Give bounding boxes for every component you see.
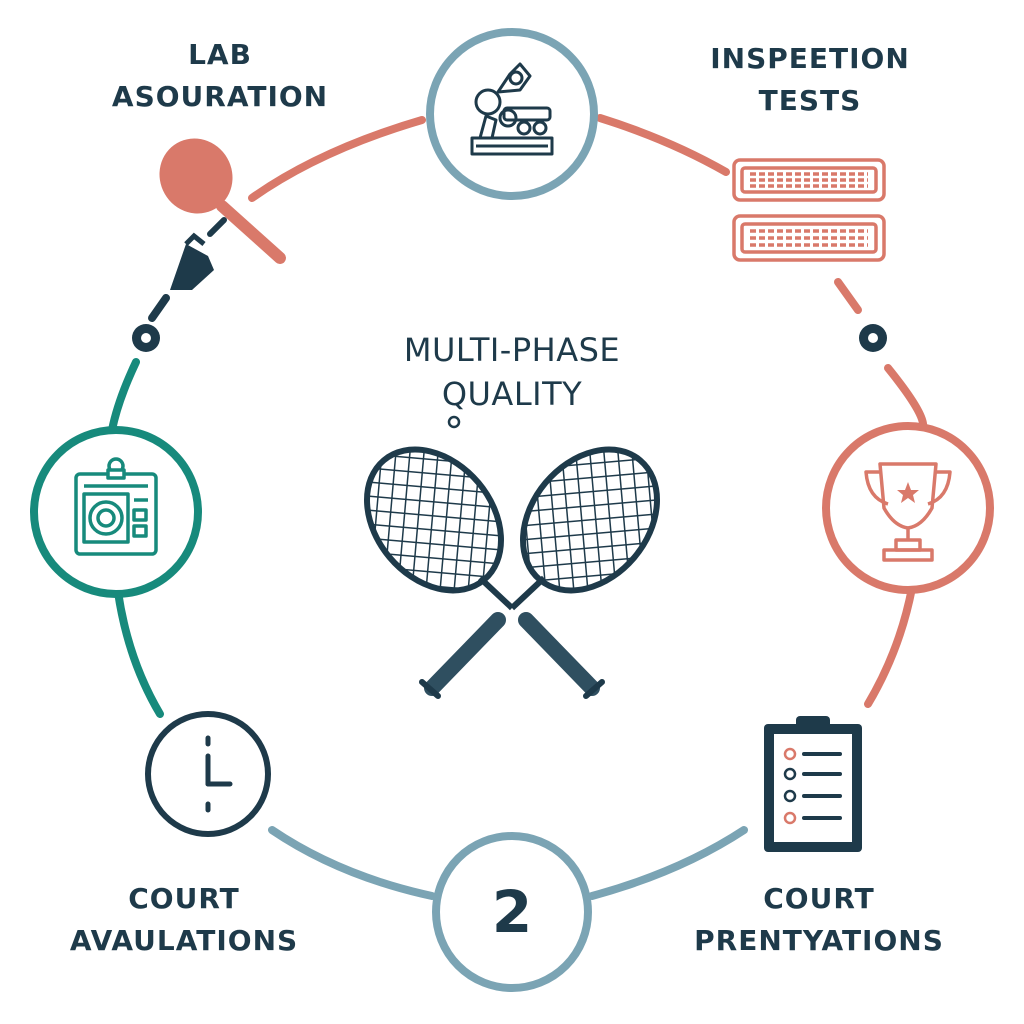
- ring: [108, 114, 928, 900]
- ring-segment-bottom-right: [588, 826, 748, 900]
- connector-dot-left: [132, 324, 160, 352]
- label-lab-line2: ASOURATION: [111, 80, 329, 113]
- ring-segment-left-lower: [114, 588, 164, 718]
- label-court-presentations-line1: COURT: [763, 882, 875, 915]
- label-inspection: INSPEETION TESTS: [690, 38, 930, 122]
- label-court-evaluations-line2: AVAULATIONS: [69, 924, 299, 957]
- label-lab: LAB ASOURATION: [100, 34, 340, 118]
- crossed-rackets-icon: [364, 415, 660, 699]
- ring-segment-right-lower: [864, 584, 916, 708]
- center-title-line1: MULTI-PHASE: [403, 331, 621, 369]
- label-court-evaluations: COURT AVAULATIONS: [54, 878, 314, 962]
- center-title: MULTI-PHASE QUALITY: [312, 328, 712, 416]
- clock-icon: [145, 711, 271, 837]
- label-lab-line1: LAB: [188, 38, 252, 71]
- connector-dot-right: [859, 324, 887, 352]
- left-node: [30, 426, 202, 598]
- id-badge-icon: [74, 457, 158, 556]
- center-title-line2: QUALITY: [441, 375, 583, 413]
- right-node: [822, 422, 994, 594]
- label-inspection-line1: INSPEETION: [710, 42, 910, 75]
- ring-segment-top-right: [596, 114, 730, 176]
- label-court-presentations: COURT PRENTYATIONS: [684, 878, 954, 962]
- ring-segment-right-upper: [834, 278, 862, 314]
- top-node: [426, 28, 598, 200]
- mechanical-assembly-icon: [470, 62, 554, 156]
- ring-segment-top-left: [248, 116, 426, 202]
- ring-segment-bottom-left: [268, 826, 436, 900]
- racket-shuttlecock-icon: [159, 138, 286, 290]
- clipboard-checklist-icon: [764, 716, 862, 852]
- bottom-node: [432, 832, 592, 992]
- stacked-panels-icon: [732, 158, 886, 262]
- label-court-evaluations-line1: COURT: [128, 882, 240, 915]
- trophy-icon: [864, 462, 952, 562]
- ring-segment-right: [884, 364, 928, 434]
- label-court-presentations-line2: PRENTYATIONS: [694, 924, 944, 957]
- bottom-node-number: 2: [491, 878, 533, 946]
- label-inspection-line2: TESTS: [758, 84, 862, 117]
- ring-segment-left: [108, 358, 140, 434]
- ring-segment-left-upper: [148, 294, 170, 322]
